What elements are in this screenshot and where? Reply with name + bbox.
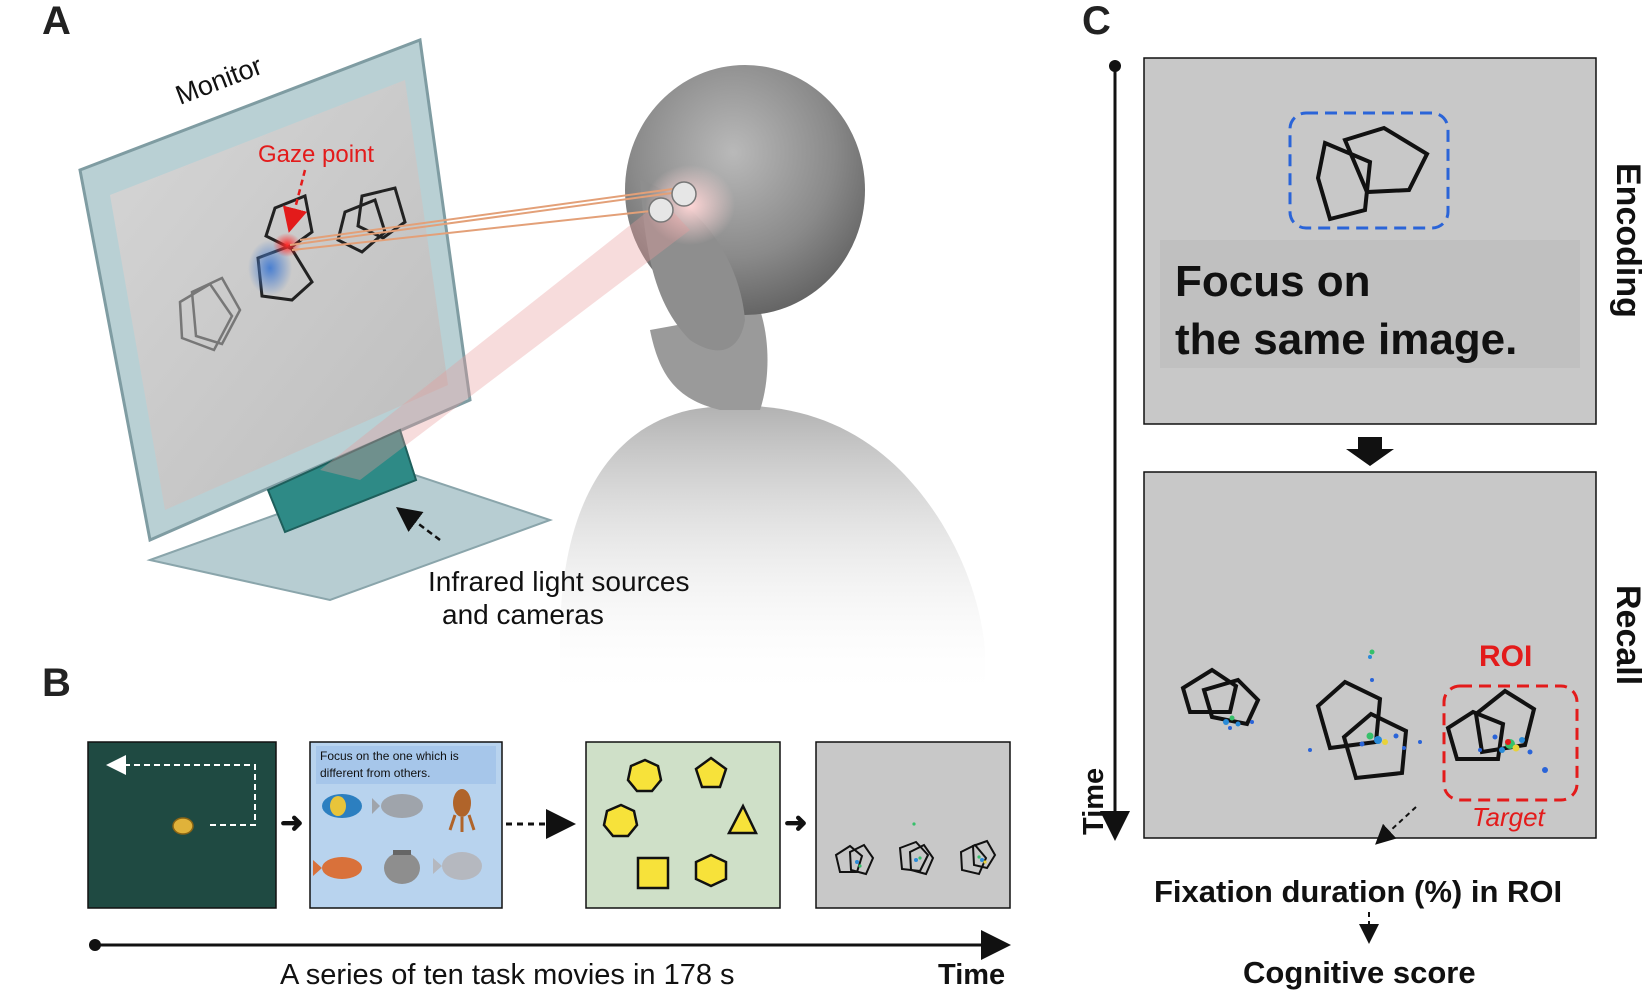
panel-b: B ➜ Focus on the one which is different … bbox=[42, 661, 1011, 991]
task-frame-2: Focus on the one which is different from… bbox=[309, 741, 503, 909]
encoding-text-2: the same image. bbox=[1175, 315, 1517, 364]
encoding-label: Encoding bbox=[1609, 163, 1645, 318]
cognitive-score-label: Cognitive score bbox=[1243, 955, 1476, 990]
camera-bar bbox=[266, 428, 418, 534]
gaze-point-label: Gaze point bbox=[258, 141, 374, 168]
panel-a: A bbox=[42, 0, 985, 700]
person-illustration bbox=[560, 65, 985, 700]
fish-icon-grid bbox=[313, 789, 482, 884]
arrow-glyph-2: ➜ bbox=[784, 807, 807, 838]
panel-letter-b: B bbox=[42, 661, 71, 705]
panel-letter-a: A bbox=[42, 0, 71, 43]
light-beams bbox=[289, 181, 697, 480]
fixation-label: Fixation duration (%) in ROI bbox=[1154, 874, 1562, 909]
encoding-pentagons bbox=[1315, 125, 1430, 222]
roi-box bbox=[1442, 684, 1579, 802]
coin-icon bbox=[172, 817, 194, 835]
panel-letter-c: C bbox=[1082, 0, 1111, 43]
small-pentagons bbox=[834, 839, 997, 876]
recall-screen: ROI Target bbox=[1143, 471, 1597, 839]
encoding-target-box bbox=[1288, 111, 1450, 230]
encoding-text-1: Focus on bbox=[1175, 257, 1371, 306]
eye-left bbox=[648, 197, 674, 223]
motion-path bbox=[106, 755, 256, 826]
arrow-glyph-1: ➜ bbox=[280, 807, 303, 838]
screen-pentagons-faded bbox=[178, 276, 242, 352]
timeline-label: A series of ten task movies in 178 s bbox=[280, 959, 735, 991]
yellow-shapes bbox=[602, 756, 758, 890]
monitor bbox=[78, 37, 554, 602]
phase-arrow bbox=[1346, 437, 1394, 466]
roi-label: ROI bbox=[1479, 640, 1532, 673]
encoding-screen: Focus on the same image. bbox=[1143, 57, 1597, 425]
recall-label: Recall bbox=[1609, 585, 1645, 685]
task-frame-3 bbox=[585, 741, 781, 909]
small-gaze-dots bbox=[855, 822, 987, 868]
instruction-text-1: Focus on the one which is bbox=[320, 749, 459, 763]
task-frame-1 bbox=[87, 741, 277, 909]
time-label-b: Time bbox=[938, 959, 1005, 991]
gaze-dot bbox=[273, 233, 301, 257]
task-frame-4 bbox=[815, 741, 1011, 909]
target-label: Target bbox=[1472, 802, 1547, 832]
infrared-label-line1: Infrared light sources bbox=[428, 566, 689, 597]
eye-right bbox=[671, 181, 697, 207]
infrared-label-line2: and cameras bbox=[442, 599, 604, 630]
time-label-c: Time bbox=[1078, 768, 1110, 835]
panel-c: C Time Focus on the same image. Encoding bbox=[1078, 0, 1645, 990]
instruction-text-2: different from others. bbox=[320, 766, 431, 780]
monitor-screen bbox=[110, 80, 448, 510]
monitor-label: Monitor bbox=[171, 50, 266, 110]
recall-gaze-dots bbox=[1223, 649, 1548, 773]
encoding-text-area bbox=[1160, 240, 1580, 368]
infrared-arrow bbox=[396, 507, 441, 541]
